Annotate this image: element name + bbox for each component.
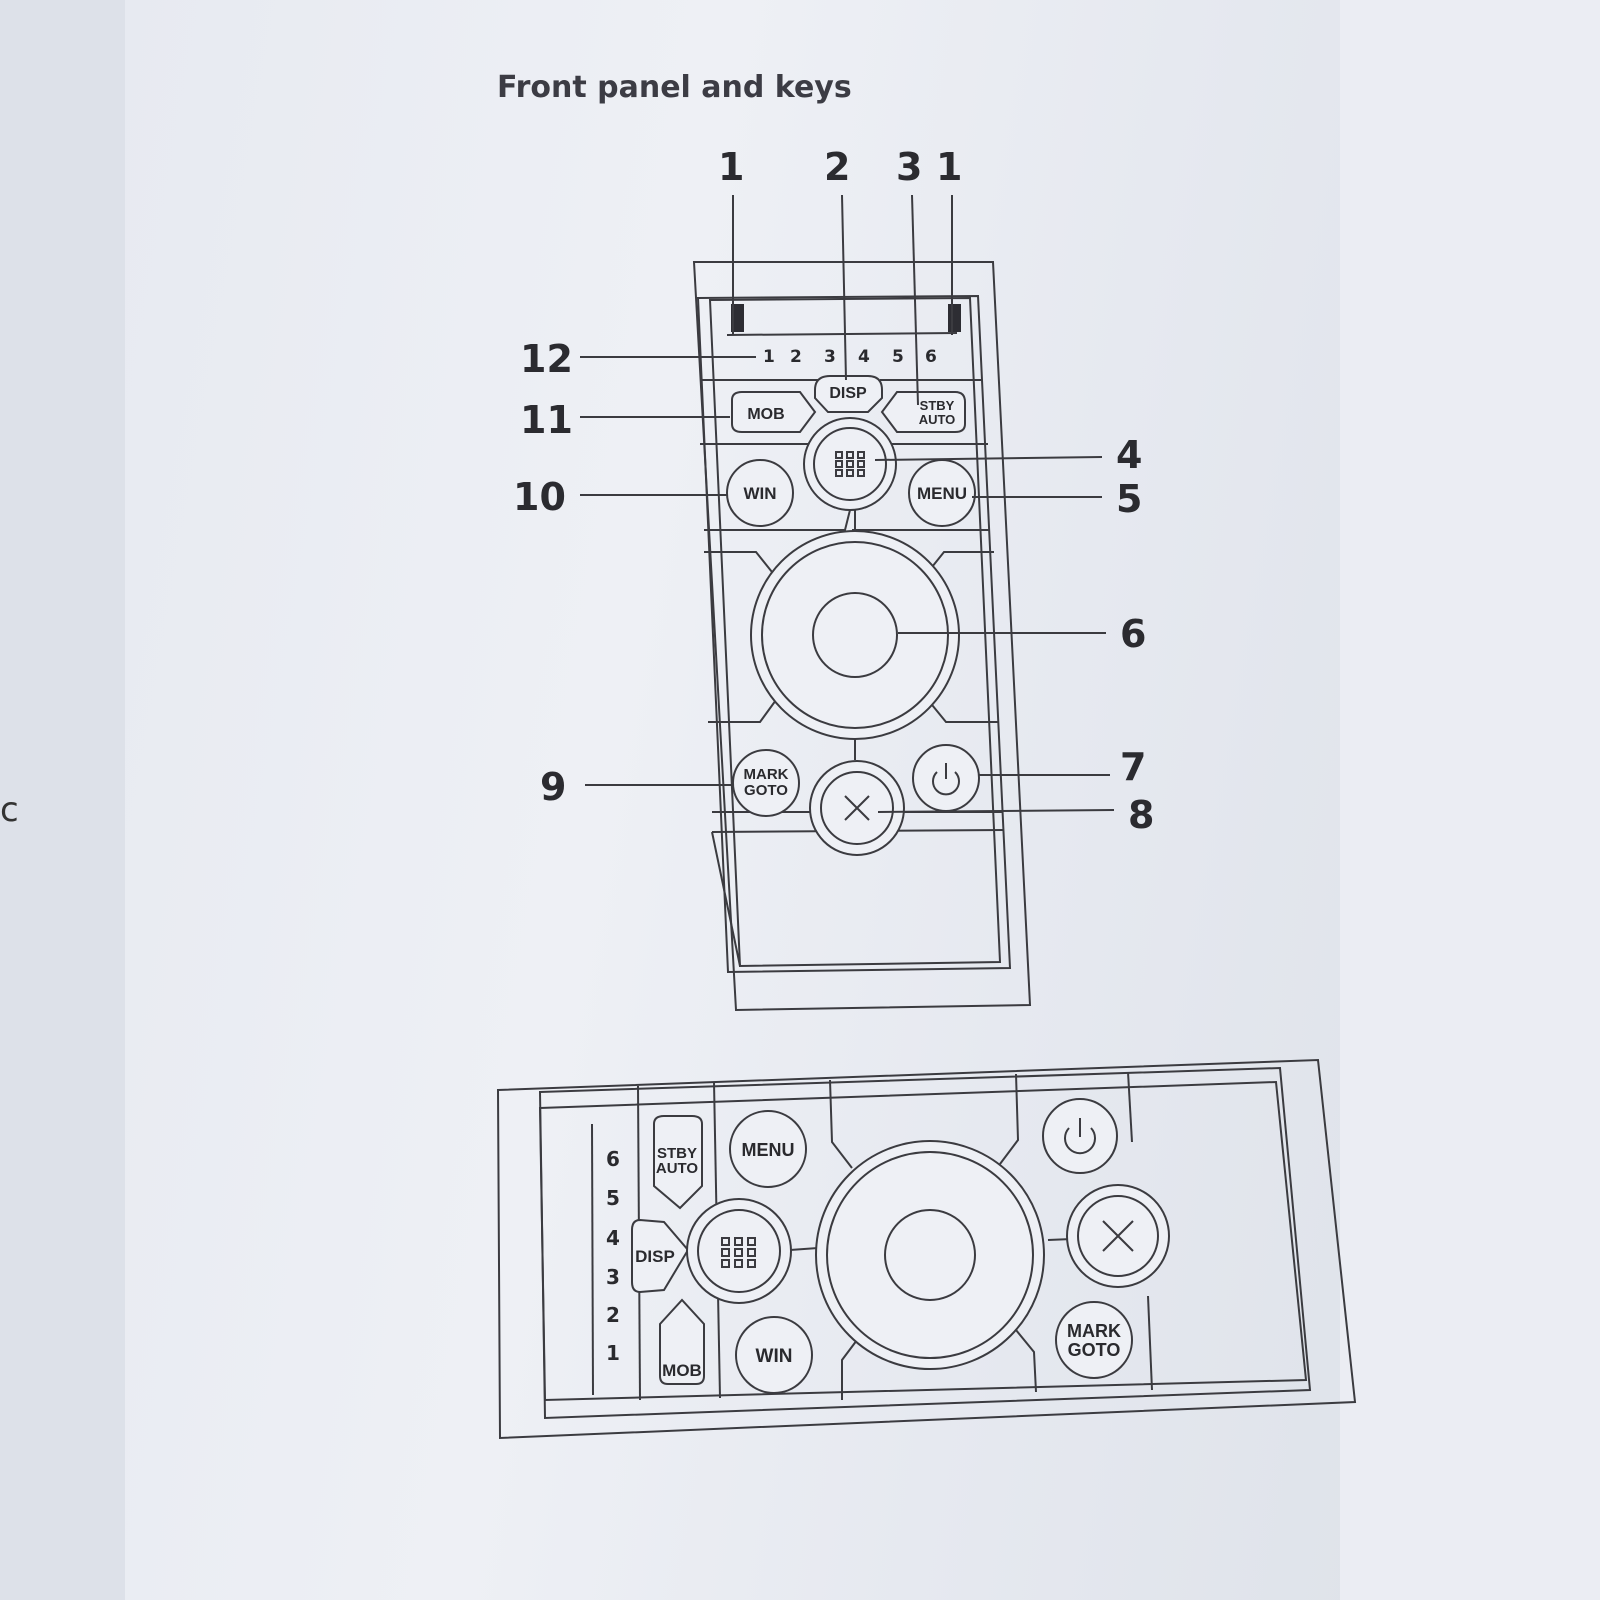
mob-key-label: MOB <box>747 406 784 423</box>
disp-key-horizontal[interactable]: DISP <box>631 1218 690 1294</box>
callout-top-1a: 1 <box>718 145 744 189</box>
h-goto-label: GOTO <box>1068 1340 1121 1360</box>
callout-top-1b: 1 <box>936 145 962 189</box>
mob-key-vertical[interactable]: MOB <box>731 391 817 433</box>
power-key-vertical[interactable] <box>912 744 980 812</box>
led-number-2: 2 <box>790 347 802 367</box>
callout-12: 12 <box>520 337 573 381</box>
stby-label: STBY <box>920 398 955 413</box>
page-title: Front panel and keys <box>497 70 852 105</box>
led-number-3: 3 <box>824 347 836 367</box>
mark-label: MARK <box>744 766 789 783</box>
led-number-column: 1 2 3 4 5 6 <box>606 1147 620 1365</box>
led-number-row: 1 2 3 4 5 6 <box>763 347 937 367</box>
cancel-key-vertical[interactable] <box>809 760 905 856</box>
pages-key-horizontal[interactable] <box>686 1198 792 1304</box>
goto-label: GOTO <box>744 782 788 799</box>
hled-number-1: 1 <box>606 1341 620 1365</box>
disp-key-vertical[interactable]: DISP <box>814 375 883 413</box>
right-margin <box>1340 0 1600 1600</box>
pages-key-vertical[interactable] <box>803 417 897 511</box>
led-left <box>731 304 744 332</box>
led-number-1: 1 <box>763 347 775 367</box>
power-icon <box>1064 1118 1096 1155</box>
led-number-6: 6 <box>925 347 937 367</box>
callouts: 1 2 3 1 12 11 10 9 4 5 6 7 8 <box>513 145 1154 837</box>
led-right <box>948 304 961 332</box>
h-mark-label: MARK <box>1067 1321 1121 1341</box>
callout-7: 7 <box>1120 745 1146 789</box>
h-auto-label: AUTO <box>656 1160 699 1177</box>
auto-label: AUTO <box>919 412 956 427</box>
h-disp-label: DISP <box>635 1247 675 1266</box>
h-mob-label: MOB <box>662 1361 702 1380</box>
callout-top-3: 3 <box>896 145 922 189</box>
hled-number-5: 5 <box>606 1186 620 1210</box>
callout-5: 5 <box>1116 477 1142 521</box>
hled-number-6: 6 <box>606 1147 620 1171</box>
stby-auto-key-vertical[interactable]: STBY AUTO <box>880 391 966 433</box>
win-key-label: WIN <box>743 484 776 503</box>
x-cancel-icon <box>844 795 870 821</box>
mark-goto-key-horizontal[interactable]: MARK GOTO <box>1055 1301 1133 1379</box>
disp-key-label: DISP <box>829 385 867 402</box>
menu-key-label: MENU <box>917 484 967 503</box>
callout-11: 11 <box>520 398 573 442</box>
callout-8: 8 <box>1128 793 1154 837</box>
hled-number-2: 2 <box>606 1303 620 1327</box>
cancel-key-horizontal[interactable] <box>1066 1184 1170 1288</box>
rotary-knob-vertical[interactable] <box>750 530 960 740</box>
power-icon <box>932 763 960 796</box>
callout-9: 9 <box>540 765 566 809</box>
stby-auto-key-horizontal[interactable]: STBY AUTO <box>653 1115 703 1210</box>
vertical-panel: 1 2 3 4 5 6 DISP MOB <box>692 261 1032 1012</box>
callout-top-2: 2 <box>824 145 850 189</box>
mob-key-horizontal[interactable]: MOB <box>659 1298 705 1385</box>
mark-goto-key-vertical[interactable]: MARK GOTO <box>732 749 800 817</box>
x-cancel-icon <box>1102 1220 1134 1252</box>
win-key-vertical[interactable]: WIN <box>726 459 794 527</box>
win-key-horizontal[interactable]: WIN <box>735 1316 813 1394</box>
callout-4: 4 <box>1116 433 1142 477</box>
hled-number-4: 4 <box>606 1226 620 1250</box>
h-menu-label: MENU <box>742 1140 795 1160</box>
led-number-5: 5 <box>892 347 904 367</box>
rotary-knob-horizontal[interactable] <box>815 1140 1045 1370</box>
hled-number-3: 3 <box>606 1265 620 1289</box>
h-stby-label: STBY <box>657 1145 697 1162</box>
callout-10: 10 <box>513 475 566 519</box>
menu-key-vertical[interactable]: MENU <box>908 459 976 527</box>
callout-6: 6 <box>1120 612 1146 656</box>
horizontal-panel: 1 2 3 4 5 6 STBY AUTO DISP MOB MENU <box>496 1058 1357 1440</box>
menu-key-horizontal[interactable]: MENU <box>729 1110 807 1188</box>
grid-pages-icon <box>721 1237 756 1268</box>
led-number-4: 4 <box>858 347 870 367</box>
h-win-label: WIN <box>756 1346 793 1367</box>
left-margin <box>0 0 125 1600</box>
power-key-horizontal[interactable] <box>1042 1098 1118 1174</box>
margin-character: c <box>0 790 19 830</box>
grid-pages-icon <box>835 451 865 477</box>
